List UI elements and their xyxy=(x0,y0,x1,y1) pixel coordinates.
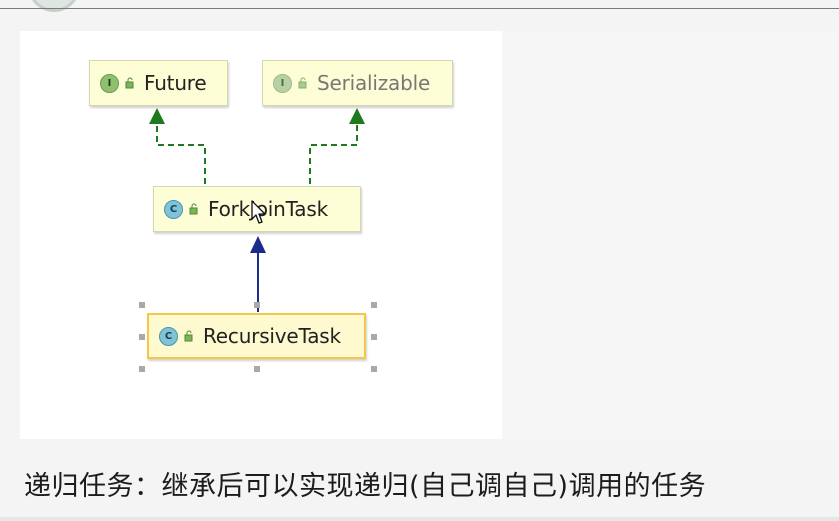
node-label: ForkJoinTask xyxy=(208,197,328,221)
uml-node-future[interactable]: I Future xyxy=(89,60,228,106)
class-badge-icon: C xyxy=(164,199,183,219)
public-access-icon xyxy=(125,77,134,89)
public-access-icon xyxy=(184,330,193,342)
class-badge-icon: C xyxy=(159,326,178,346)
resize-handle-sw[interactable] xyxy=(139,366,145,372)
interface-badge-icon: I xyxy=(100,73,119,93)
resize-handle-e[interactable] xyxy=(371,334,377,340)
interface-badge-icon: I xyxy=(273,73,292,93)
node-label: Future xyxy=(144,71,207,95)
resize-handle-ne[interactable] xyxy=(371,302,377,308)
node-label: RecursiveTask xyxy=(203,324,341,348)
blank-panel xyxy=(502,31,839,439)
public-access-icon xyxy=(298,77,307,89)
uml-node-serializable[interactable]: I Serializable xyxy=(262,60,453,106)
divider xyxy=(0,8,839,9)
caption-text: 递归任务：继承后可以实现递归(自己调自己)调用的任务 xyxy=(24,471,707,502)
resize-handle-s[interactable] xyxy=(254,366,260,372)
bottom-strip xyxy=(0,517,839,521)
avatar xyxy=(28,0,80,12)
resize-handle-nw[interactable] xyxy=(139,302,145,308)
public-access-icon xyxy=(189,203,198,215)
uml-node-forkjointask[interactable]: C ForkJoinTask xyxy=(153,186,361,232)
resize-handle-se[interactable] xyxy=(371,366,377,372)
uml-node-recursivetask[interactable]: C RecursiveTask xyxy=(147,313,366,359)
resize-handle-w[interactable] xyxy=(139,334,145,340)
node-label: Serializable xyxy=(317,71,431,95)
mouse-pointer-icon xyxy=(251,200,266,224)
resize-handle-n[interactable] xyxy=(254,302,260,308)
